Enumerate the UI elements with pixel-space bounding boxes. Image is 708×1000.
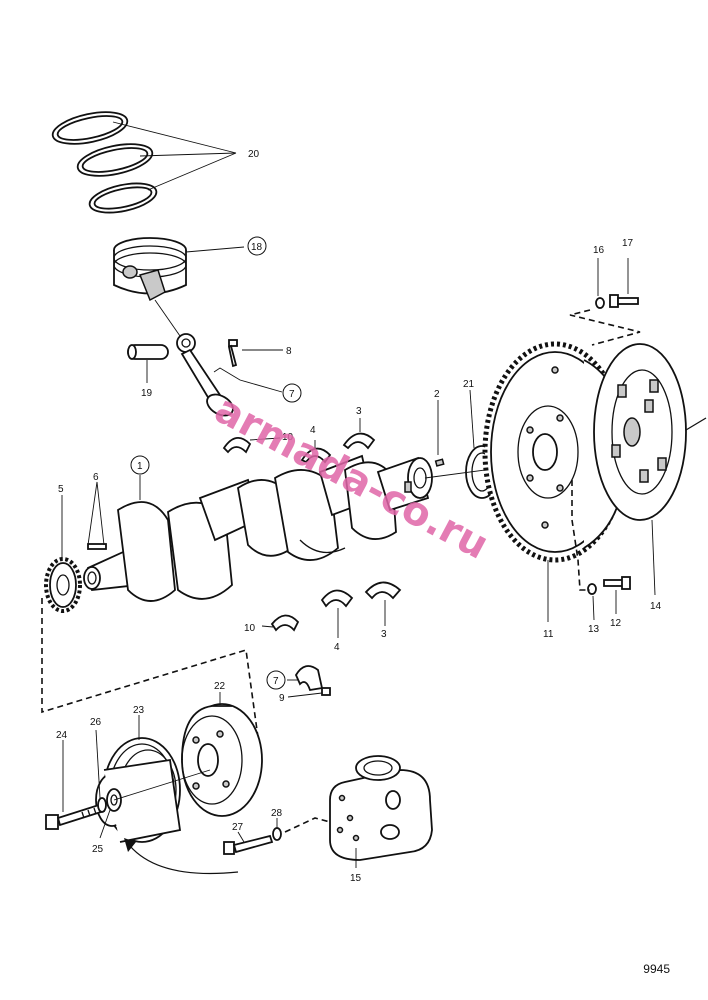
- callout-3a: 3: [356, 406, 362, 417]
- centerline-damper: [113, 769, 211, 801]
- callout-24: 24: [56, 730, 68, 741]
- crankshaft: [83, 454, 433, 602]
- main-bearing-upper-3: [342, 432, 376, 450]
- leader-13: [592, 595, 595, 621]
- callout-2: 2: [434, 389, 440, 400]
- dash-link-flywheel-bolts: [569, 309, 641, 346]
- piston: [113, 237, 187, 302]
- rod-bearing-upper: [222, 437, 252, 454]
- leader-25: [99, 809, 111, 839]
- rod-bolt: [227, 339, 238, 368]
- callout-22: 22: [214, 681, 226, 692]
- crank-sprocket: [44, 557, 82, 613]
- washer-28: [272, 827, 282, 841]
- leader-9: [287, 692, 323, 698]
- dash-link-pump: [284, 817, 331, 833]
- washer-13: [587, 583, 597, 595]
- washer-16: [595, 297, 605, 309]
- callout-6: 6: [93, 472, 99, 483]
- callout-15: 15: [350, 873, 362, 884]
- callout-21: 21: [463, 379, 475, 390]
- callout-19: 19: [141, 388, 153, 399]
- leader-7a: [213, 367, 283, 393]
- vibration-damper: [181, 703, 263, 817]
- pulley-bolt: [45, 802, 106, 830]
- callout-circle-1: [130, 455, 150, 475]
- callout-circle-18: [247, 236, 267, 256]
- callout-11: 11: [543, 629, 554, 640]
- leader-10b: [261, 625, 274, 628]
- piston-ring-set: [51, 111, 158, 214]
- callout-10a: 10: [282, 432, 294, 443]
- callout-12: 12: [610, 618, 622, 629]
- rod-nut: [321, 687, 331, 696]
- leader-21: [469, 389, 475, 449]
- callout-5: 5: [58, 484, 64, 495]
- callout-7a: 7: [289, 389, 295, 400]
- pump-bolt: [223, 834, 274, 855]
- callout-circle-7a: [282, 383, 302, 403]
- connecting-rod: [154, 299, 234, 417]
- leader-27: [237, 831, 245, 843]
- rotation-arrow: [124, 838, 239, 875]
- leader-14: [651, 519, 656, 596]
- callout-28: 28: [271, 808, 283, 819]
- leader-10a: [249, 437, 281, 441]
- main-bearing-lower-4: [320, 589, 354, 608]
- oil-pump-housing: [329, 755, 433, 861]
- bolt-12: [603, 576, 631, 590]
- callout-7b: 7: [273, 676, 279, 687]
- callout-20: 20: [248, 149, 260, 160]
- callout-18: 18: [251, 242, 263, 253]
- callout-4a: 4: [310, 425, 316, 436]
- callout-10b: 10: [244, 623, 256, 634]
- rod-bearing-lower: [270, 614, 300, 632]
- bolt-17: [609, 294, 639, 308]
- callout-23: 23: [133, 705, 145, 716]
- callout-circle-7b: [266, 670, 286, 690]
- callout-27: 27: [232, 822, 244, 833]
- callout-13: 13: [588, 624, 600, 635]
- figure-number: 9945: [643, 962, 670, 976]
- crank-pulley: [95, 737, 182, 843]
- dash-link-lower-bolts: [571, 480, 590, 591]
- callout-4b: 4: [334, 642, 340, 653]
- spring-washer-26: [97, 797, 107, 813]
- callout-14: 14: [650, 601, 662, 612]
- leader-18: [185, 246, 245, 253]
- leader-26: [95, 729, 101, 799]
- rod-cap: [294, 665, 324, 692]
- callout-25: 25: [92, 844, 104, 855]
- main-bearing-lower-3: [364, 581, 402, 600]
- piston-pin: [127, 344, 169, 360]
- dash-link-front: [41, 598, 261, 753]
- callout-9: 9: [279, 693, 285, 704]
- callout-17: 17: [622, 238, 634, 249]
- leader-6: [87, 481, 105, 546]
- callout-16: 16: [593, 245, 605, 256]
- callout-1: 1: [137, 461, 143, 472]
- sprocket-key: [87, 543, 107, 550]
- woodruff-key: [434, 458, 445, 467]
- clutch-plate: [593, 343, 707, 521]
- callout-3b: 3: [381, 629, 387, 640]
- main-bearing-upper-4: [300, 447, 332, 464]
- callout-8: 8: [286, 346, 292, 357]
- callout-26: 26: [90, 717, 102, 728]
- callout-labels: 20 18 19 8 7 10 4 3 2 21 1 5 6 16 17 11 …: [56, 149, 662, 884]
- leader-20: [112, 121, 237, 191]
